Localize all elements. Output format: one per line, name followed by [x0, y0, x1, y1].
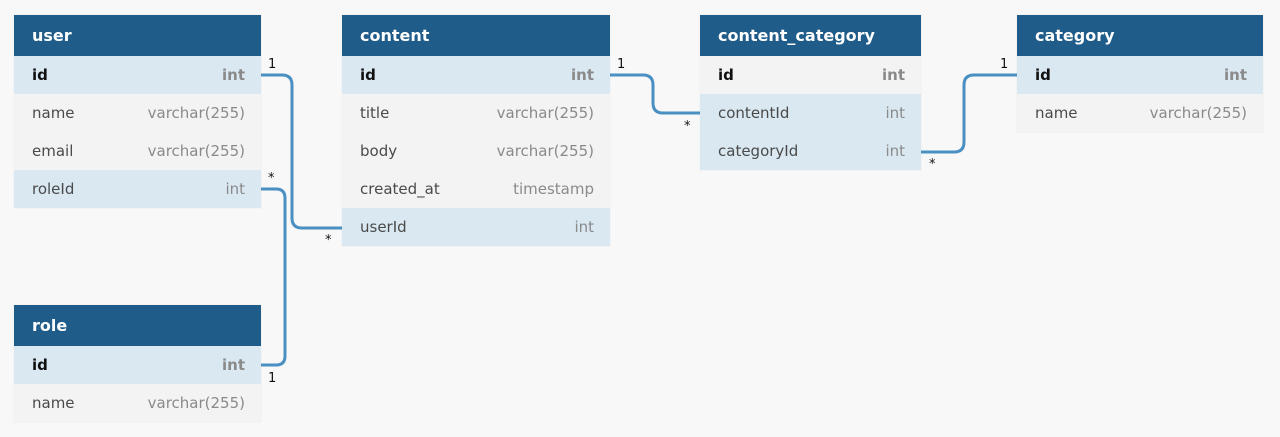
field-type: varchar(255): [147, 394, 245, 412]
field-row-content-category-categoryid[interactable]: categoryId int: [700, 132, 921, 170]
field-type: int: [222, 356, 245, 374]
field-row-content-id[interactable]: id int: [342, 56, 610, 94]
field-type: int: [885, 142, 905, 160]
table-user[interactable]: user id int name varchar(255) email varc…: [14, 15, 261, 208]
field-row-category-id[interactable]: id int: [1017, 56, 1263, 94]
field-type: varchar(255): [147, 142, 245, 160]
cardinality-content-category-contentid: *: [684, 119, 691, 134]
field-row-user-name[interactable]: name varchar(255): [14, 94, 261, 132]
field-type: varchar(255): [496, 104, 594, 122]
field-name: roleId: [32, 180, 75, 198]
cardinality-user-id: 1: [268, 57, 277, 72]
field-name: id: [718, 66, 734, 84]
field-type: int: [885, 104, 905, 122]
edge-user-content: [261, 73, 342, 230]
field-type: int: [222, 66, 245, 84]
field-name: name: [32, 104, 75, 122]
edge-category-contentcategory: [921, 73, 1017, 154]
field-row-content-body[interactable]: body varchar(255): [342, 132, 610, 170]
table-header-user[interactable]: user: [14, 15, 261, 56]
field-name: name: [1035, 104, 1078, 122]
field-type: varchar(255): [496, 142, 594, 160]
field-row-content-created-at[interactable]: created_at timestamp: [342, 170, 610, 208]
field-type: int: [225, 180, 245, 198]
field-row-user-id[interactable]: id int: [14, 56, 261, 94]
field-type: timestamp: [513, 180, 594, 198]
field-type: int: [574, 218, 594, 236]
field-name: userId: [360, 218, 407, 236]
field-type: varchar(255): [1149, 104, 1247, 122]
field-row-content-userid[interactable]: userId int: [342, 208, 610, 246]
table-content-category[interactable]: content_category id int contentId int ca…: [700, 15, 921, 170]
field-type: int: [1224, 66, 1247, 84]
field-name: body: [360, 142, 398, 160]
table-role[interactable]: role id int name varchar(255): [14, 305, 261, 422]
cardinality-category-id: 1: [1000, 57, 1009, 72]
field-name: id: [1035, 66, 1051, 84]
field-name: categoryId: [718, 142, 799, 160]
field-name: email: [32, 142, 74, 160]
field-type: varchar(255): [147, 104, 245, 122]
cardinality-content-id: 1: [617, 57, 626, 72]
field-type: int: [571, 66, 594, 84]
field-name: id: [360, 66, 376, 84]
edge-content-contentcategory: [610, 73, 700, 115]
cardinality-user-roleid: *: [268, 171, 275, 186]
field-type: int: [882, 66, 905, 84]
table-header-content[interactable]: content: [342, 15, 610, 56]
field-row-user-email[interactable]: email varchar(255): [14, 132, 261, 170]
table-content[interactable]: content id int title varchar(255) body v…: [342, 15, 610, 246]
field-row-user-roleid[interactable]: roleId int: [14, 170, 261, 208]
field-row-category-name[interactable]: name varchar(255): [1017, 94, 1263, 132]
field-name: created_at: [360, 180, 440, 198]
field-row-role-name[interactable]: name varchar(255): [14, 384, 261, 422]
table-header-role[interactable]: role: [14, 305, 261, 346]
cardinality-content-category-categoryid: *: [929, 157, 936, 172]
table-header-category[interactable]: category: [1017, 15, 1263, 56]
table-header-content-category[interactable]: content_category: [700, 15, 921, 56]
field-row-content-category-contentid[interactable]: contentId int: [700, 94, 921, 132]
field-name: title: [360, 104, 390, 122]
field-row-content-title[interactable]: title varchar(255): [342, 94, 610, 132]
field-name: contentId: [718, 104, 790, 122]
field-name: id: [32, 66, 48, 84]
field-row-role-id[interactable]: id int: [14, 346, 261, 384]
cardinality-role-id: 1: [268, 371, 277, 386]
edge-role-user: [261, 187, 287, 367]
field-name: id: [32, 356, 48, 374]
cardinality-content-userid: *: [325, 233, 332, 248]
table-category[interactable]: category id int name varchar(255): [1017, 15, 1263, 132]
field-name: name: [32, 394, 75, 412]
field-row-content-category-id[interactable]: id int: [700, 56, 921, 94]
